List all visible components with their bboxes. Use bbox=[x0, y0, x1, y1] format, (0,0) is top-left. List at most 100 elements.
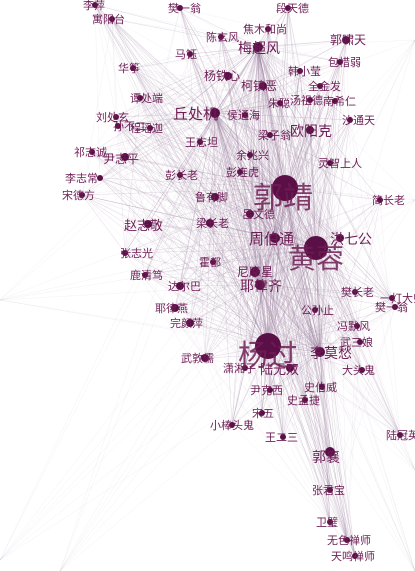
graph-node-n13[interactable] bbox=[315, 347, 325, 357]
graph-node-n30[interactable] bbox=[147, 125, 153, 131]
graph-node-n19[interactable] bbox=[142, 272, 148, 278]
graph-node-n11[interactable] bbox=[253, 42, 263, 52]
graph-edge-490 bbox=[214, 36, 222, 114]
graph-node-n12[interactable] bbox=[286, 364, 294, 372]
graph-node-n56[interactable] bbox=[357, 339, 363, 345]
graph-node-n3[interactable] bbox=[255, 333, 281, 359]
graph-edge-417 bbox=[319, 39, 347, 353]
graph-node-n61[interactable] bbox=[267, 387, 273, 393]
graph-node-n52[interactable] bbox=[237, 169, 243, 175]
graph-edge-501 bbox=[214, 99, 311, 114]
graph-edge-954 bbox=[179, 7, 269, 30]
graph-node-n74[interactable] bbox=[92, 2, 98, 8]
graph-node-n62[interactable] bbox=[242, 365, 248, 371]
graph-node-n1[interactable] bbox=[272, 175, 298, 201]
graph-edge-760 bbox=[261, 119, 351, 414]
graph-edge-220 bbox=[267, 345, 401, 436]
graph-node-n8[interactable] bbox=[210, 108, 220, 118]
graph-edge-963 bbox=[249, 119, 351, 215]
graph-node-n42[interactable] bbox=[259, 82, 267, 90]
graph-node-n40[interactable] bbox=[337, 59, 343, 65]
graph-edge-207 bbox=[267, 345, 363, 371]
graph-node-n14[interactable] bbox=[201, 354, 209, 362]
graph-node-n29[interactable] bbox=[197, 139, 203, 145]
graph-node-n38[interactable] bbox=[285, 5, 291, 11]
graph-node-n6[interactable] bbox=[336, 234, 344, 242]
graph-node-n36[interactable] bbox=[218, 34, 224, 40]
graph-node-n32[interactable] bbox=[113, 114, 119, 120]
graph-node-n20[interactable] bbox=[176, 282, 184, 290]
graph-node-n43[interactable] bbox=[277, 100, 283, 106]
graph-node-n44[interactable] bbox=[297, 68, 303, 74]
graph-node-n37[interactable] bbox=[265, 26, 271, 32]
graph-edge-186 bbox=[220, 36, 269, 347]
graph-edge-282 bbox=[274, 237, 361, 343]
graph-node-n2[interactable] bbox=[304, 236, 328, 260]
graph-node-n72[interactable] bbox=[109, 16, 115, 22]
graph-node-n31[interactable] bbox=[115, 123, 121, 129]
graph-node-n25[interactable] bbox=[177, 172, 183, 178]
graph-node-n64[interactable] bbox=[229, 422, 235, 428]
graph-node-n5[interactable] bbox=[270, 233, 280, 243]
graph-node-n24[interactable] bbox=[211, 193, 219, 201]
graph-node-n57[interactable] bbox=[359, 367, 365, 373]
graph-node-n33[interactable] bbox=[137, 95, 143, 101]
graph-node-n67[interactable] bbox=[327, 519, 333, 525]
graph-node-n49[interactable] bbox=[327, 160, 333, 166]
graph-node-n55[interactable] bbox=[354, 323, 360, 329]
graph-node-n53[interactable] bbox=[247, 152, 253, 158]
graph-node-n34[interactable] bbox=[130, 65, 136, 71]
graph-node-n17[interactable] bbox=[171, 304, 179, 312]
graph-node-n46[interactable] bbox=[332, 98, 338, 104]
graph-edge-727 bbox=[117, 125, 269, 347]
graph-node-n54[interactable] bbox=[377, 197, 383, 203]
graph-node-n69[interactable] bbox=[352, 553, 358, 559]
graph-node-n77[interactable] bbox=[312, 307, 318, 313]
graph-node-n75[interactable] bbox=[210, 259, 216, 265]
graph-edge-663 bbox=[124, 252, 233, 426]
graph-node-n28[interactable] bbox=[89, 149, 95, 155]
graph-node-n27[interactable] bbox=[79, 192, 85, 198]
graph-edge-291 bbox=[274, 237, 284, 438]
graph-node-n22[interactable] bbox=[206, 219, 214, 227]
graph-node-n4[interactable] bbox=[325, 447, 335, 457]
graph-edge-345 bbox=[259, 102, 281, 286]
graph-node-n48[interactable] bbox=[347, 117, 353, 123]
graph-node-n50[interactable] bbox=[267, 132, 273, 138]
graph-node-n39[interactable] bbox=[342, 36, 350, 44]
graph-node-n7[interactable] bbox=[306, 126, 314, 134]
graph-node-n15[interactable] bbox=[186, 319, 194, 327]
graph-node-n45[interactable] bbox=[317, 83, 323, 89]
graph-edge-29 bbox=[117, 125, 286, 189]
graph-edge-910 bbox=[132, 67, 401, 436]
graph-edge-84 bbox=[147, 223, 317, 249]
graph-node-n73[interactable] bbox=[177, 5, 183, 11]
graph-edge-384 bbox=[274, 237, 321, 353]
graph-node-n10[interactable] bbox=[144, 220, 152, 228]
graph-node-n41[interactable] bbox=[224, 72, 232, 80]
graph-node-n76[interactable] bbox=[352, 289, 358, 295]
graph-edge-20 bbox=[209, 187, 286, 224]
graph-node-n71[interactable] bbox=[389, 295, 395, 301]
graph-node-n23[interactable] bbox=[246, 210, 254, 218]
graph-node-n59[interactable] bbox=[319, 384, 325, 390]
graph-node-n9[interactable] bbox=[121, 153, 129, 161]
graph-node-n47[interactable] bbox=[307, 97, 313, 103]
graph-edge-307 bbox=[259, 284, 331, 453]
graph-node-n21[interactable] bbox=[250, 267, 260, 277]
graph-edge-640 bbox=[132, 67, 284, 438]
node-label-n9: 尹志平 bbox=[103, 152, 139, 166]
graph-node-n60[interactable] bbox=[302, 397, 308, 403]
graph-node-n63[interactable] bbox=[259, 410, 265, 416]
graph-edge-1004 bbox=[124, 36, 222, 254]
graph-node-n51[interactable] bbox=[242, 112, 248, 118]
graph-node-n26[interactable] bbox=[97, 175, 103, 181]
graph-node-n65[interactable] bbox=[280, 434, 286, 440]
graph-node-n68[interactable] bbox=[344, 537, 350, 543]
graph-node-n18[interactable] bbox=[122, 250, 128, 256]
graph-node-n16[interactable] bbox=[255, 280, 265, 290]
graph-node-n58[interactable] bbox=[392, 304, 398, 310]
graph-node-n66[interactable] bbox=[327, 487, 333, 493]
graph-node-n70[interactable] bbox=[397, 432, 403, 438]
graph-node-n35[interactable] bbox=[187, 51, 193, 57]
